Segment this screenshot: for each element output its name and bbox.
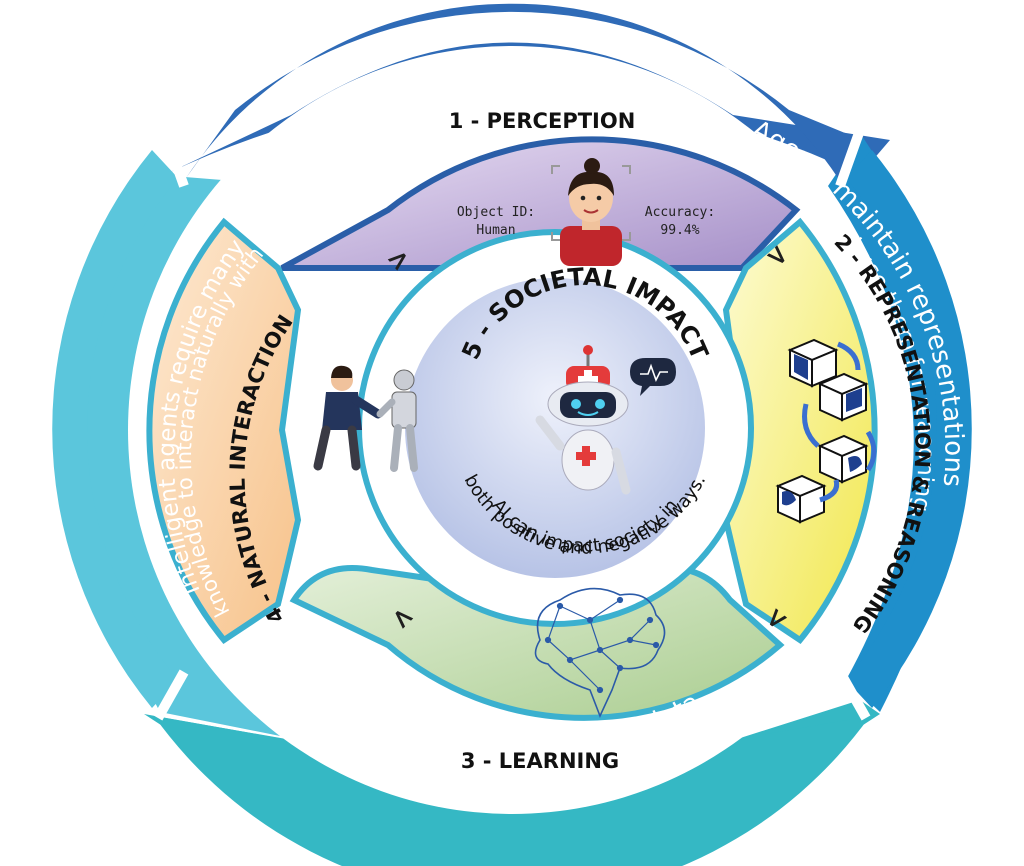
arc-learning xyxy=(154,716,870,866)
accuracy-value: 99.4% xyxy=(660,223,699,238)
title-perception: 1 - PERCEPTION xyxy=(449,109,636,133)
panel-interaction-bg xyxy=(146,217,302,645)
outer-ring-arcs xyxy=(52,3,972,866)
center-disk xyxy=(405,278,705,578)
panel-representation-bg xyxy=(722,217,878,645)
arc-representation xyxy=(846,150,972,708)
ring-separators xyxy=(153,128,871,721)
neural-brain-icon xyxy=(534,587,666,719)
object-id-label: Object ID: xyxy=(457,205,535,220)
panel-perception-bg xyxy=(280,136,801,271)
perception-content: Object ID: Human Accuracy: 99.4% xyxy=(457,158,715,266)
medical-robot-icon xyxy=(535,345,676,495)
accuracy-label: Accuracy: xyxy=(645,205,715,220)
handshake-robot-icon xyxy=(313,365,418,472)
object-id-value: Human xyxy=(476,223,515,238)
title-learning: 3 - LEARNING xyxy=(461,749,619,773)
arc-interaction xyxy=(52,150,178,708)
panel-learning-shape xyxy=(289,565,785,721)
rotating-cubes-icon xyxy=(775,338,877,524)
face-recognition-icon xyxy=(551,158,631,266)
